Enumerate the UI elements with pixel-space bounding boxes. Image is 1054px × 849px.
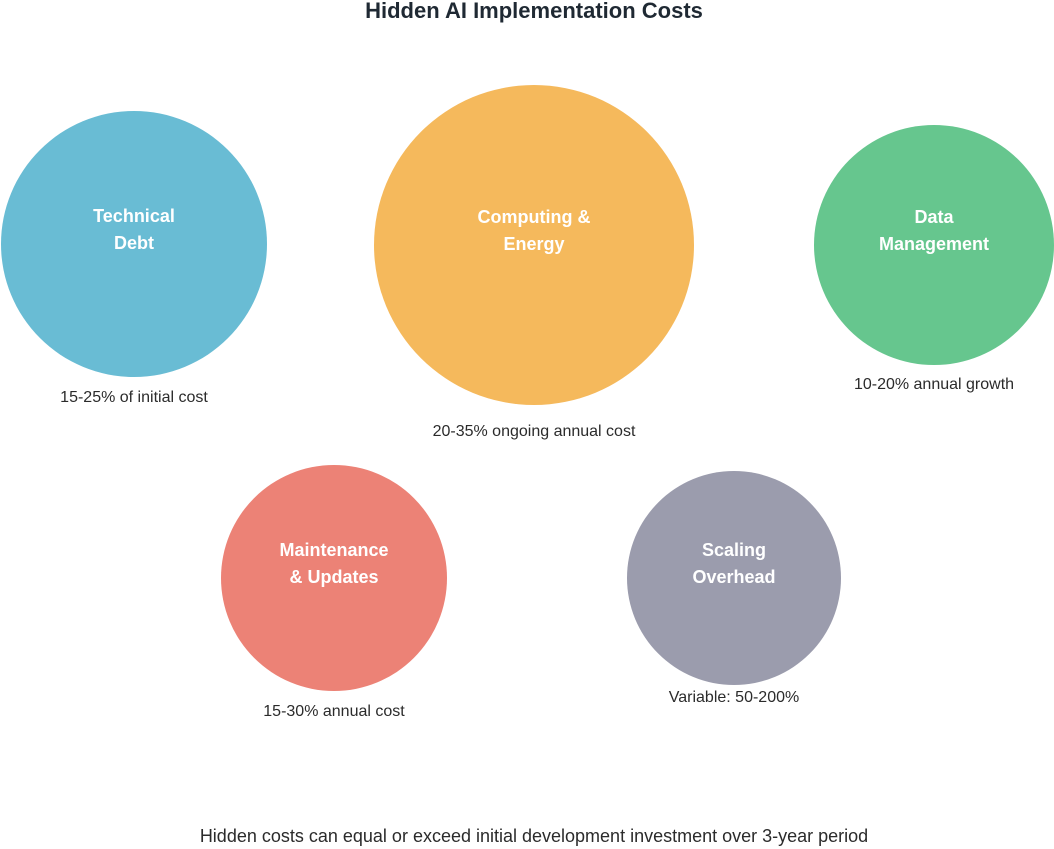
maintenance-updates-circle: Maintenance & Updates bbox=[221, 465, 447, 691]
scaling-overhead-label: Scaling Overhead bbox=[692, 537, 775, 591]
scaling-overhead-circle: Scaling Overhead bbox=[627, 471, 841, 685]
maintenance-updates-label: Maintenance & Updates bbox=[279, 537, 388, 591]
maintenance-updates-label-line2: & Updates bbox=[289, 567, 379, 587]
maintenance-updates-caption: 15-30% annual cost bbox=[263, 703, 405, 720]
scaling-overhead-label-line2: Overhead bbox=[692, 567, 776, 587]
diagram-title: Hidden AI Implementation Costs bbox=[365, 0, 703, 23]
data-management-label-line2: Management bbox=[878, 234, 990, 254]
technical-debt-caption: 15-25% of initial cost bbox=[60, 389, 208, 406]
technical-debt-label-line1: Technical bbox=[93, 206, 175, 226]
data-management-label-line1: Data bbox=[914, 207, 954, 227]
technical-debt-circle: Technical Debt bbox=[1, 111, 267, 377]
computing-energy-label-line1: Computing & bbox=[477, 207, 591, 227]
computing-energy-caption: 20-35% ongoing annual cost bbox=[432, 423, 636, 440]
scaling-overhead-caption: Variable: 50-200% bbox=[668, 689, 800, 706]
computing-energy-circle: Computing & Energy bbox=[374, 85, 694, 405]
computing-energy-label-line2: Energy bbox=[503, 234, 565, 254]
data-management-caption: 10-20% annual growth bbox=[853, 376, 1015, 393]
computing-energy-label: Computing & Energy bbox=[478, 204, 591, 258]
technical-debt-label: Technical Debt bbox=[93, 203, 175, 257]
maintenance-updates-label-line1: Maintenance bbox=[279, 540, 389, 560]
scaling-overhead-label-line1: Scaling bbox=[701, 540, 766, 560]
technical-debt-label-line2: Debt bbox=[113, 233, 154, 253]
footer-note: Hidden costs can equal or exceed initial… bbox=[199, 826, 869, 846]
data-management-circle: Data Management bbox=[814, 125, 1054, 365]
data-management-label: Data Management bbox=[879, 204, 989, 258]
